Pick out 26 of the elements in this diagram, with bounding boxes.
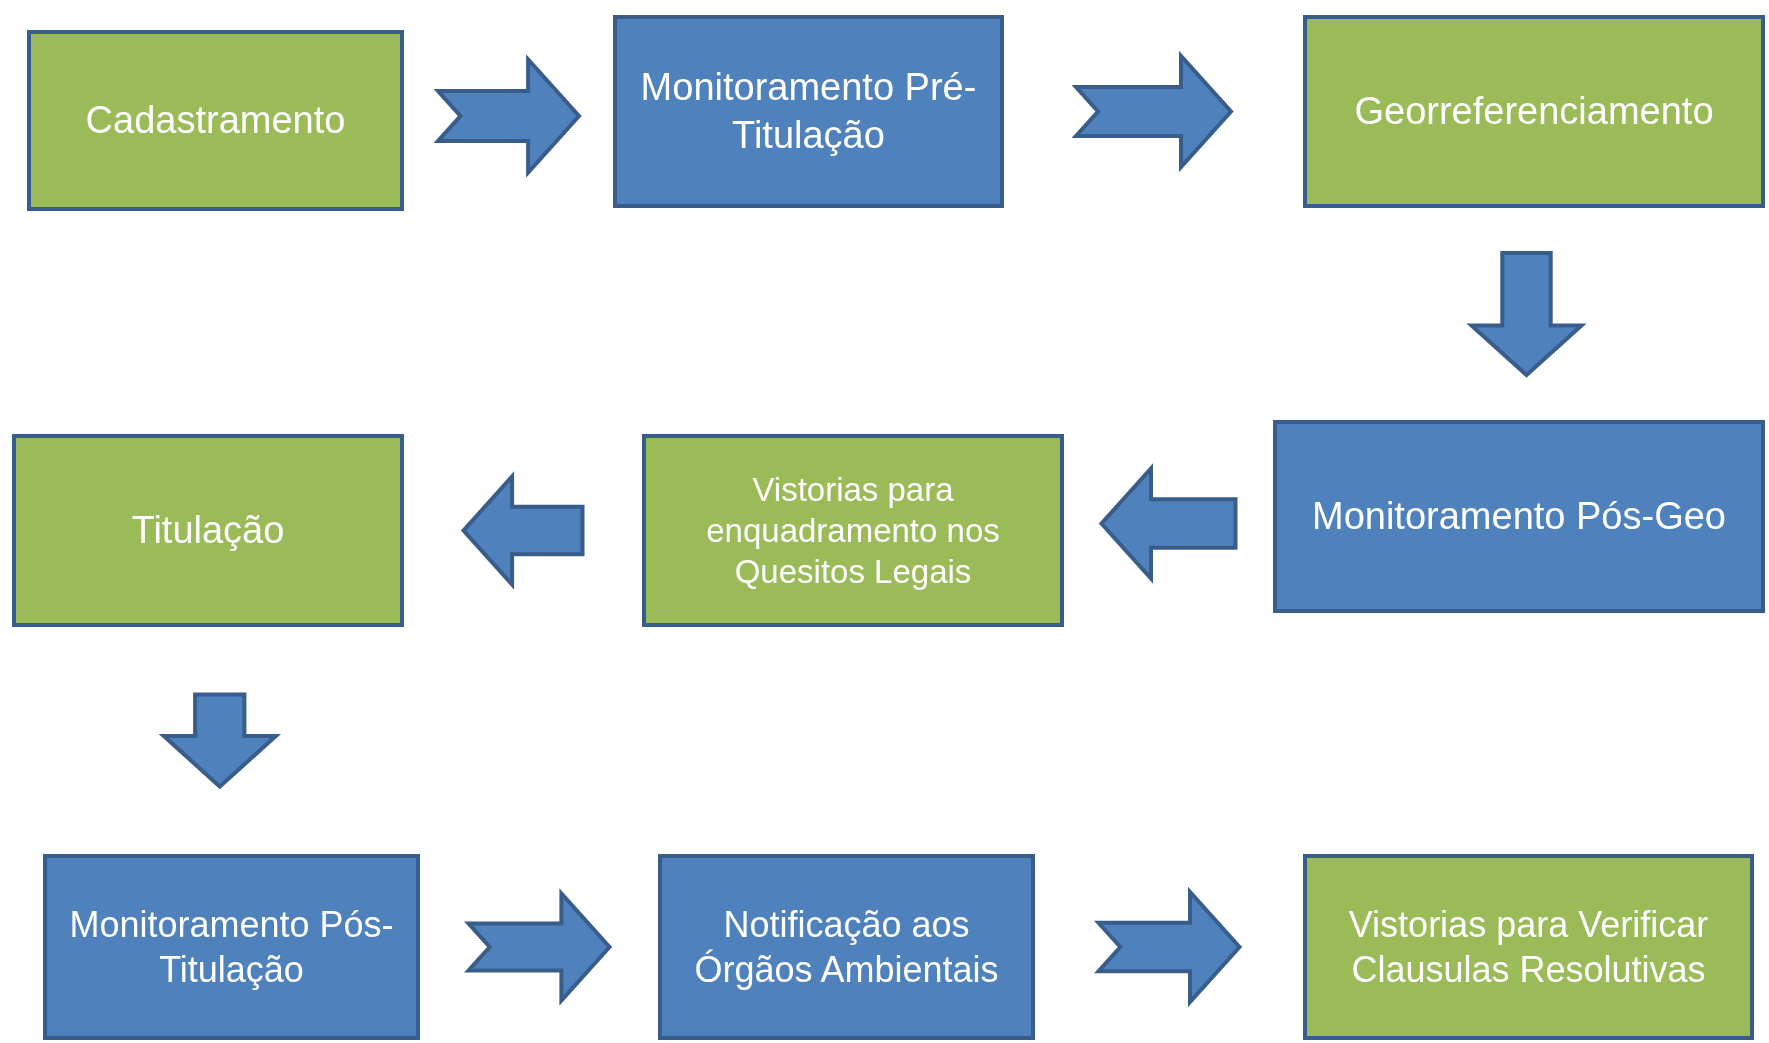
box-label: Monitoramento Pré-Titulação — [639, 65, 978, 158]
box-label: Vistorias para Verificar Clausulas Resolutivas — [1347, 903, 1710, 992]
box-label: Monitoramento Pós-Geo — [1312, 493, 1726, 539]
process-box — [642, 434, 1064, 627]
block-arrow — [1098, 463, 1238, 584]
block-arrow — [1466, 251, 1587, 378]
box-label: Titulação — [131, 507, 285, 553]
box-label: Georreferenciamento — [1354, 88, 1714, 134]
process-box — [613, 15, 1004, 208]
block-arrow — [433, 54, 582, 178]
process-box — [27, 30, 404, 211]
process-box — [658, 854, 1035, 1040]
box-label: Notificação aos Órgãos Ambientais — [693, 903, 1000, 992]
box-label: Monitoramento Pós-Titulação — [68, 903, 395, 992]
process-box — [1273, 420, 1765, 613]
block-arrow — [158, 692, 281, 790]
process-box — [12, 434, 404, 627]
block-arrow — [460, 471, 585, 590]
block-arrow — [1094, 886, 1243, 1008]
box-label: Vistorias para enquadramento nos Quesitos Legais — [705, 469, 1001, 593]
box-label: Cadastramento — [85, 97, 346, 143]
process-box — [1303, 15, 1765, 208]
block-arrow — [1071, 50, 1234, 173]
process-box — [43, 854, 420, 1040]
process-box — [1303, 854, 1754, 1040]
block-arrow — [464, 888, 613, 1006]
